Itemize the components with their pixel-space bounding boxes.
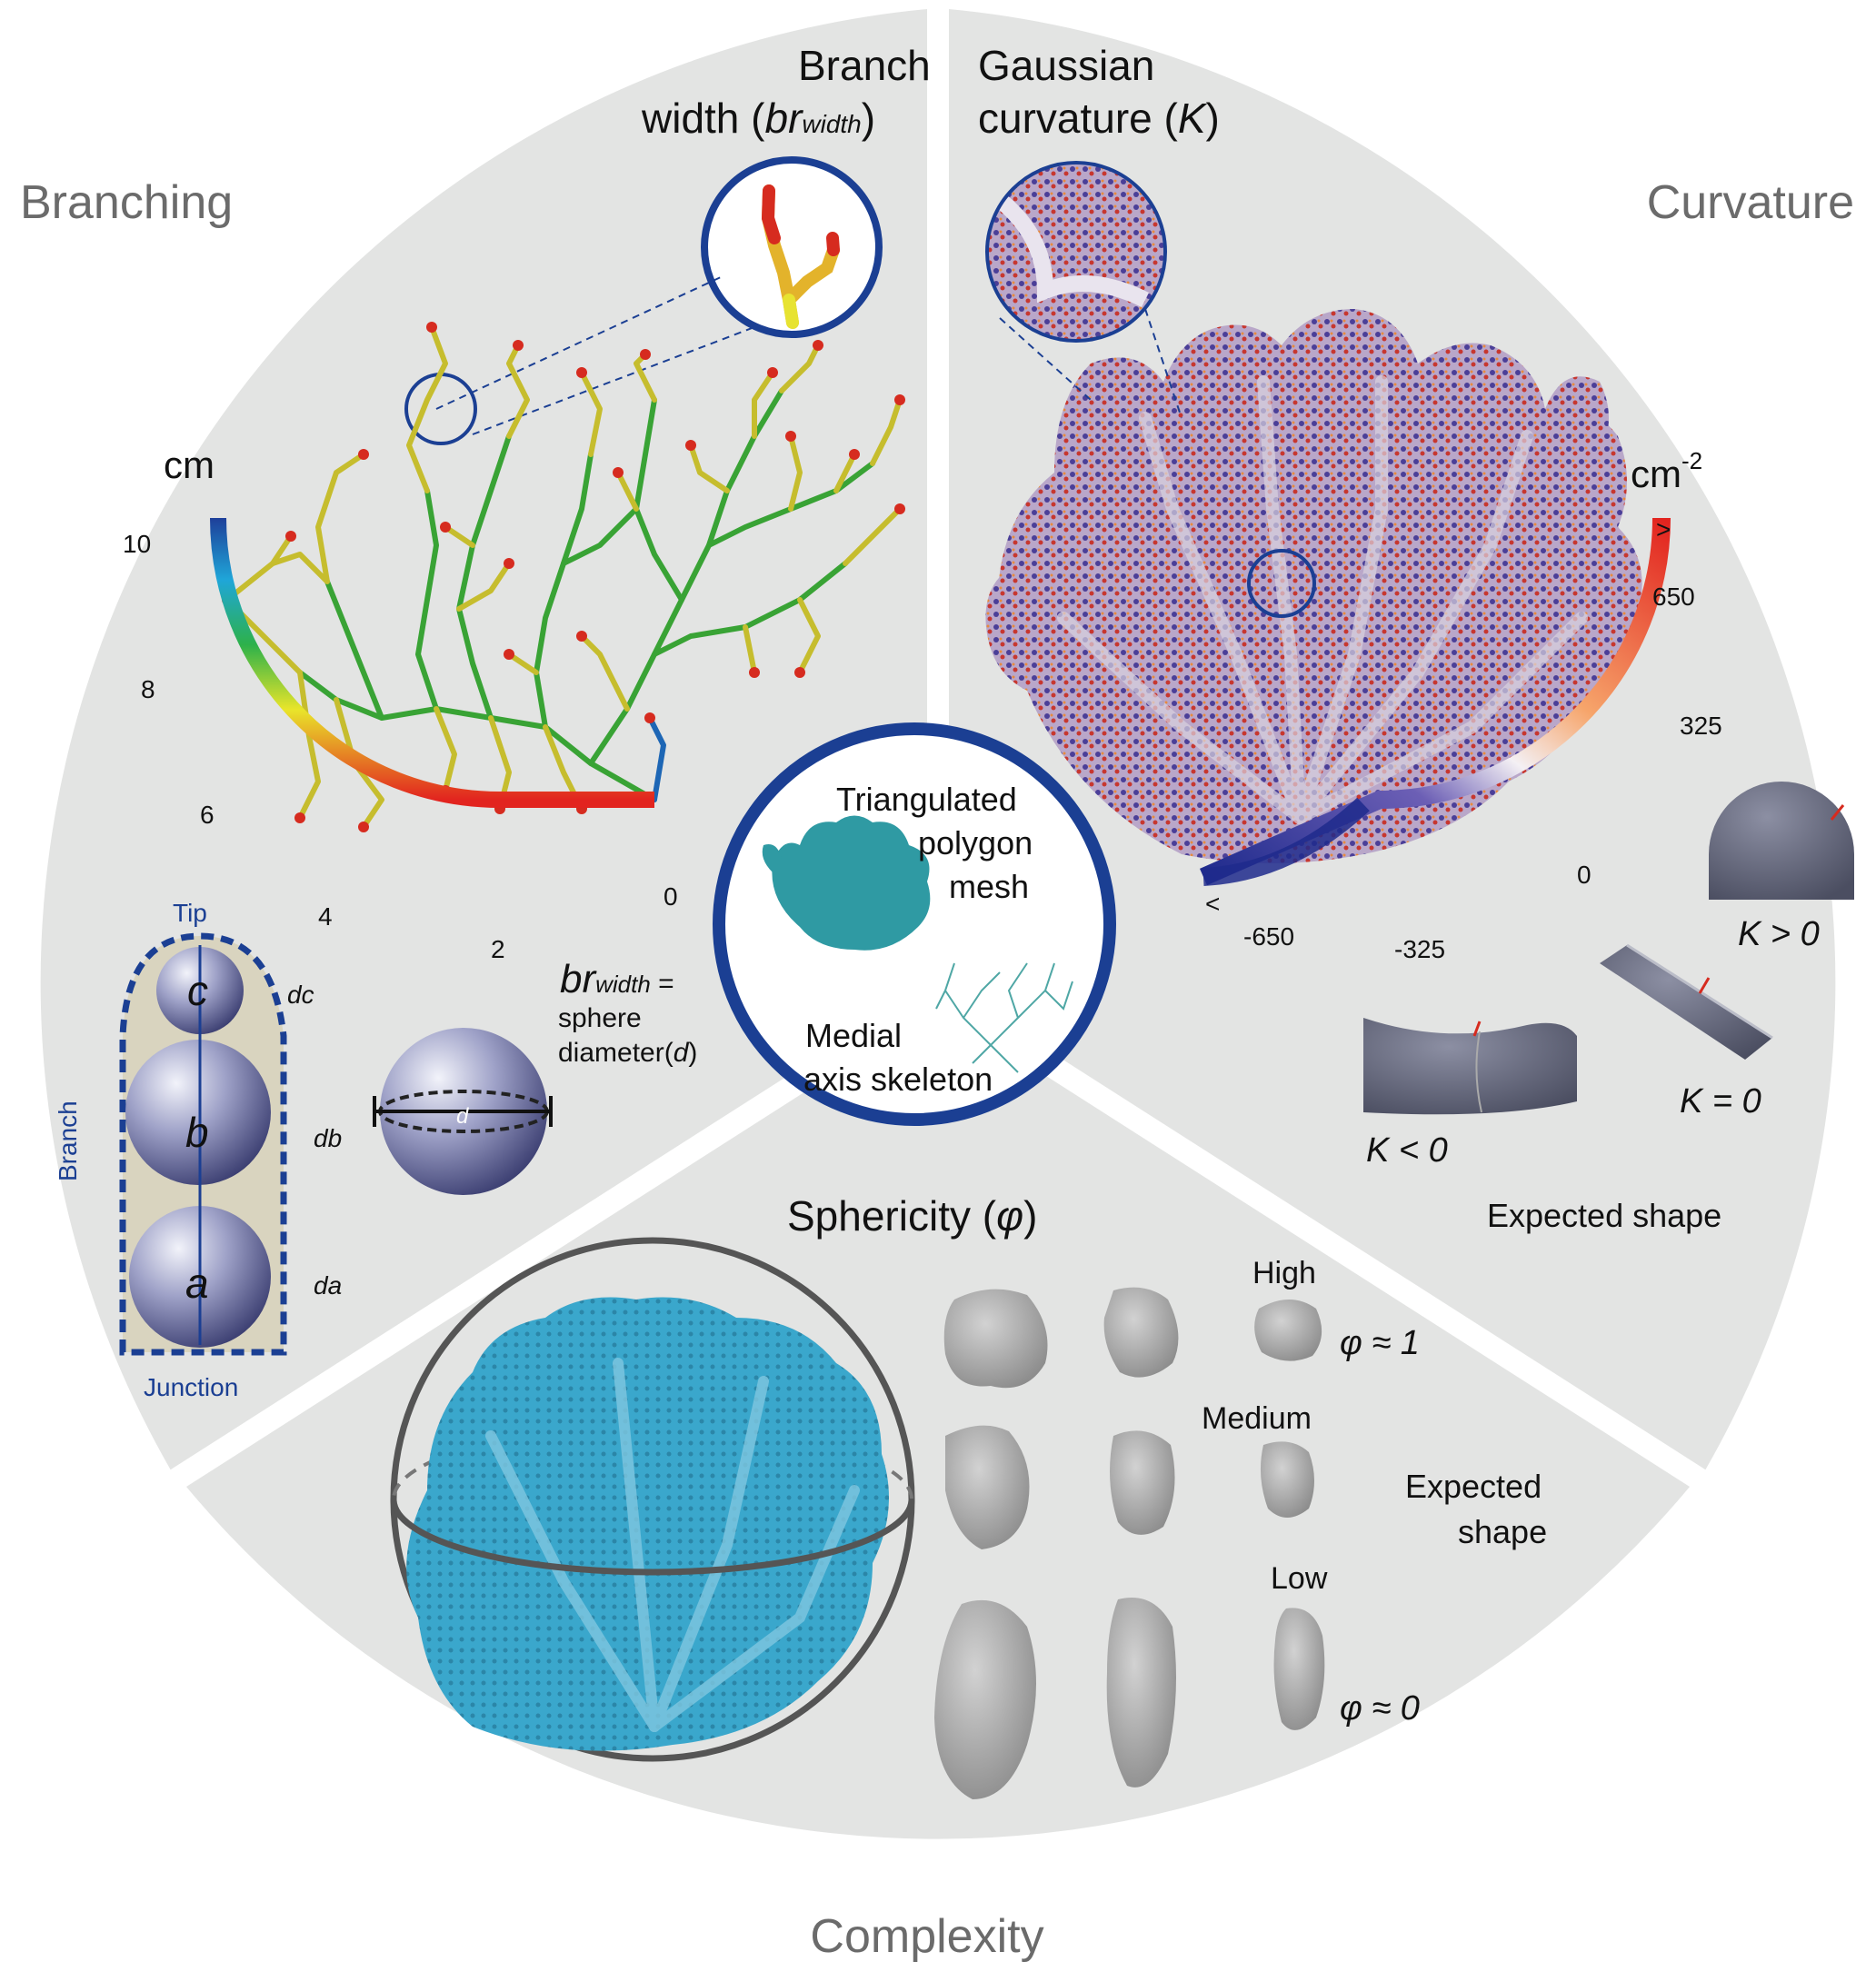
curvature-panel: Gaussian curvature (K) cm-2 > [978, 42, 1854, 1234]
gaussian-curvature-title-line2: curvature (K) [978, 95, 1220, 142]
sphericity-rocks [934, 1287, 1325, 1799]
rock-low-1 [934, 1599, 1036, 1799]
rock-medium-3 [1260, 1441, 1314, 1518]
curvature-zoom-texture [989, 164, 1163, 339]
curvature-leader-1 [999, 317, 1092, 401]
sphere-b [125, 1040, 271, 1185]
section-title-curvature: Curvature [1647, 176, 1854, 229]
mesh-coral-thumbnail [762, 815, 931, 951]
zoom-leader-1 [435, 276, 722, 410]
curvature-tick: 650 [1652, 583, 1695, 611]
curvature-tick: 325 [1680, 712, 1722, 740]
mesh-label-line1: Triangulated [836, 781, 1017, 818]
sphericity-low-label: Low [1271, 1561, 1328, 1596]
tip-label: Tip [173, 899, 207, 927]
section-title-complexity: Complexity [810, 1910, 1043, 1962]
sphere-b-label: b [185, 1109, 209, 1156]
center-circle-group: Triangulated polygon mesh Medial axis sk… [713, 722, 1116, 1126]
branch-width-tick: 10 [123, 530, 151, 558]
curvature-unit: cm-2 [1631, 447, 1702, 495]
curvature-tick: < [1205, 890, 1220, 918]
rock-medium-1 [945, 1425, 1030, 1549]
branch-width-tick: 8 [141, 675, 155, 703]
rock-high-3 [1254, 1300, 1322, 1361]
branch-width-title-line1: Branch [798, 42, 931, 89]
shape-k-positive [1709, 782, 1854, 900]
gaussian-curvature-title-line1: Gaussian [978, 42, 1154, 89]
rock-high-1 [943, 1289, 1048, 1389]
k-zero-label: K = 0 [1680, 1082, 1761, 1120]
curvature-leader-2 [1144, 308, 1182, 419]
rock-medium-2 [1110, 1430, 1175, 1535]
branch-width-title-line2: width (brwidth) [641, 95, 875, 142]
k-positive-label: K > 0 [1738, 915, 1820, 953]
curvature-tick: 0 [1577, 861, 1592, 889]
branch-width-colorbar [210, 517, 654, 808]
rock-high-2 [1103, 1287, 1179, 1378]
branch-width-ticks: 10 8 6 4 2 0 [123, 530, 678, 963]
br-width-formula-line1: brwidth = [560, 957, 674, 1001]
k-negative-label: K < 0 [1366, 1131, 1448, 1170]
zoom-inset-skeleton [761, 184, 840, 329]
medial-axis-skeleton [222, 322, 905, 832]
section-title-branching: Branching [20, 176, 233, 229]
mesh-label-line3: mesh [949, 868, 1029, 905]
complexity-expected-caption-line2: shape [1458, 1513, 1547, 1550]
phi-low-label: φ ≈ 0 [1340, 1689, 1420, 1728]
sphericity-title: Sphericity (φ) [787, 1192, 1037, 1240]
branch-width-tick: 2 [491, 935, 505, 963]
branch-width-tick: 6 [200, 801, 215, 829]
diameter-sphere: d [373, 1028, 553, 1195]
shape-k-negative [1363, 1018, 1577, 1115]
curvature-coral-grooves [1057, 375, 1588, 824]
shape-k-zero [1600, 943, 1773, 1060]
sphericity-medium-label: Medium [1202, 1401, 1312, 1436]
diameter-b-label: db [314, 1124, 342, 1152]
br-width-formula-line3: diameter(d) [558, 1038, 697, 1068]
branch-width-unit: cm [164, 443, 215, 486]
branch-width-tick: 0 [664, 882, 678, 911]
junction-label: Junction [144, 1373, 238, 1401]
skeleton-label-line2: axis skeleton [803, 1061, 993, 1098]
sphericity-high-label: High [1252, 1256, 1316, 1290]
rock-low-2 [1106, 1598, 1176, 1788]
curvature-tick: > [1656, 515, 1671, 543]
sphere-c-label: c [187, 967, 208, 1014]
bounding-sphere-equator-front [390, 1499, 915, 1576]
complexity-coral-grooves [485, 1358, 860, 1732]
diameter-c-label: dc [287, 981, 314, 1009]
branch-width-tick: 4 [318, 902, 333, 931]
curvature-zoom-source [1247, 549, 1316, 618]
br-width-formula-line2: sphere [558, 1003, 642, 1033]
sphere-a-label: a [185, 1260, 209, 1307]
zoom-inset-circle [701, 156, 883, 338]
diameter-a-label: da [314, 1271, 342, 1300]
curvature-tick: -325 [1394, 935, 1445, 963]
diameter-d-label: d [456, 1104, 469, 1129]
mesh-label-line2: polygon [918, 824, 1033, 861]
complexity-panel: Sphericity (φ) High Medium Low φ [390, 1192, 1547, 1799]
complexity-expected-caption-line1: Expected [1405, 1468, 1542, 1505]
branching-panel: Branch width (brwidth) [54, 42, 931, 1401]
phi-high-label: φ ≈ 1 [1340, 1324, 1420, 1362]
rock-low-3 [1273, 1608, 1325, 1730]
curvature-tick: -650 [1243, 922, 1294, 951]
branch-label: Branch [54, 1101, 82, 1181]
curvature-colorbar [1199, 517, 1671, 886]
skeleton-thumbnail [935, 962, 1073, 1073]
curvature-ticks: > 650 325 0 -325 -650 < [1205, 515, 1722, 963]
skeleton-label-line1: Medial [805, 1017, 902, 1054]
curvature-expected-shape-caption: Expected shape [1487, 1197, 1721, 1234]
branch-sphere-diagram: c b a Tip Junction Branch dc db da [54, 899, 342, 1401]
